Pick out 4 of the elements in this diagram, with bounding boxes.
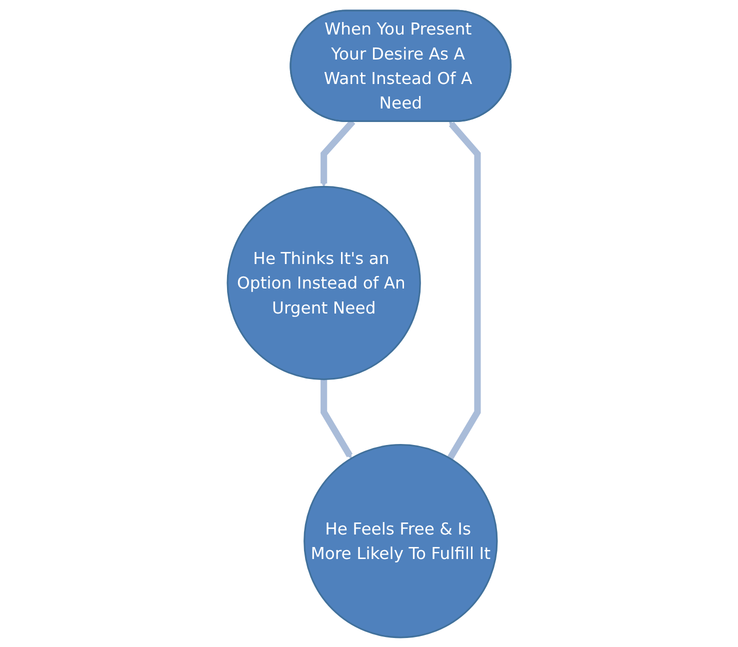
arrow: [320, 378, 352, 458]
node-circle: He Thinks It's an Option Instead of An Urgent Need: [226, 185, 421, 380]
arrow: [446, 120, 481, 460]
node-circle: He Feels Free & Is More Likely To Fulfill It: [303, 444, 498, 638]
